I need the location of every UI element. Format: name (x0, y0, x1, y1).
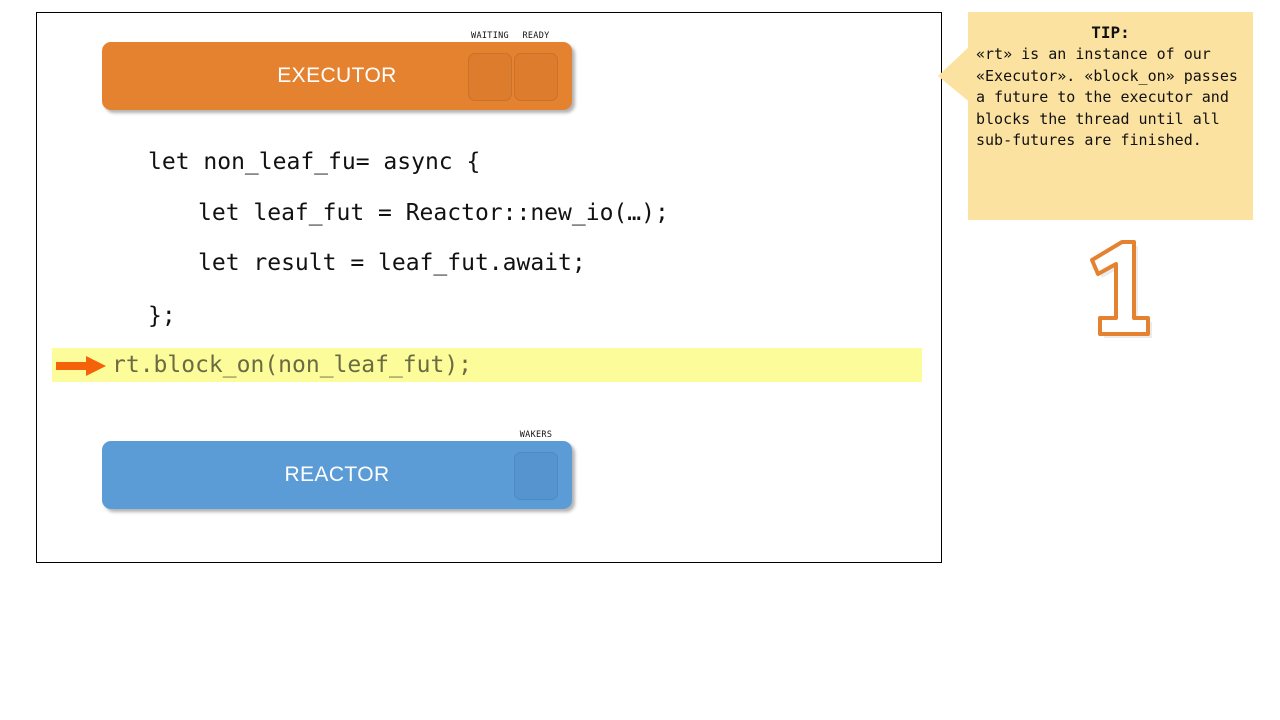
executor-waiting-label: WAITING (471, 31, 509, 41)
reactor-wakers-slot[interactable] (514, 452, 558, 500)
right-arrow-icon (56, 356, 106, 376)
code-line-highlighted: rt.block_on(non_leaf_fut); (112, 352, 473, 378)
code-line-1: let non_leaf_fu= async { (148, 149, 481, 175)
reactor-box[interactable]: REACTOR WAKERS (102, 430, 572, 509)
step-number-1 (1090, 240, 1152, 338)
reactor-label: REACTOR (284, 463, 390, 486)
executor-label: EXECUTOR (277, 64, 397, 87)
code-line-2: let leaf_fut = Reactor::new_io(…); (198, 200, 669, 226)
tip-body: «rt» is an instance of our «Executor». «… (976, 45, 1247, 149)
executor-waiting-slot[interactable] (468, 53, 512, 101)
code-line-4: }; (148, 303, 176, 329)
code-line-3: let result = leaf_fut.await; (198, 250, 586, 276)
code-block: let non_leaf_fu= async { let leaf_fut = … (36, 132, 942, 390)
tip-title: TIP: (1091, 23, 1130, 42)
callout-tail (938, 44, 972, 104)
reactor-wakers-label: WAKERS (519, 430, 553, 440)
tip-callout: TIP: «rt» is an instance of our «Executo… (968, 12, 1253, 220)
highlighted-code-row (52, 348, 922, 382)
executor-ready-slot[interactable] (514, 53, 558, 101)
executor-ready-label: READY (522, 31, 550, 41)
executor-box[interactable]: EXECUTOR WAITING READY (102, 31, 572, 110)
